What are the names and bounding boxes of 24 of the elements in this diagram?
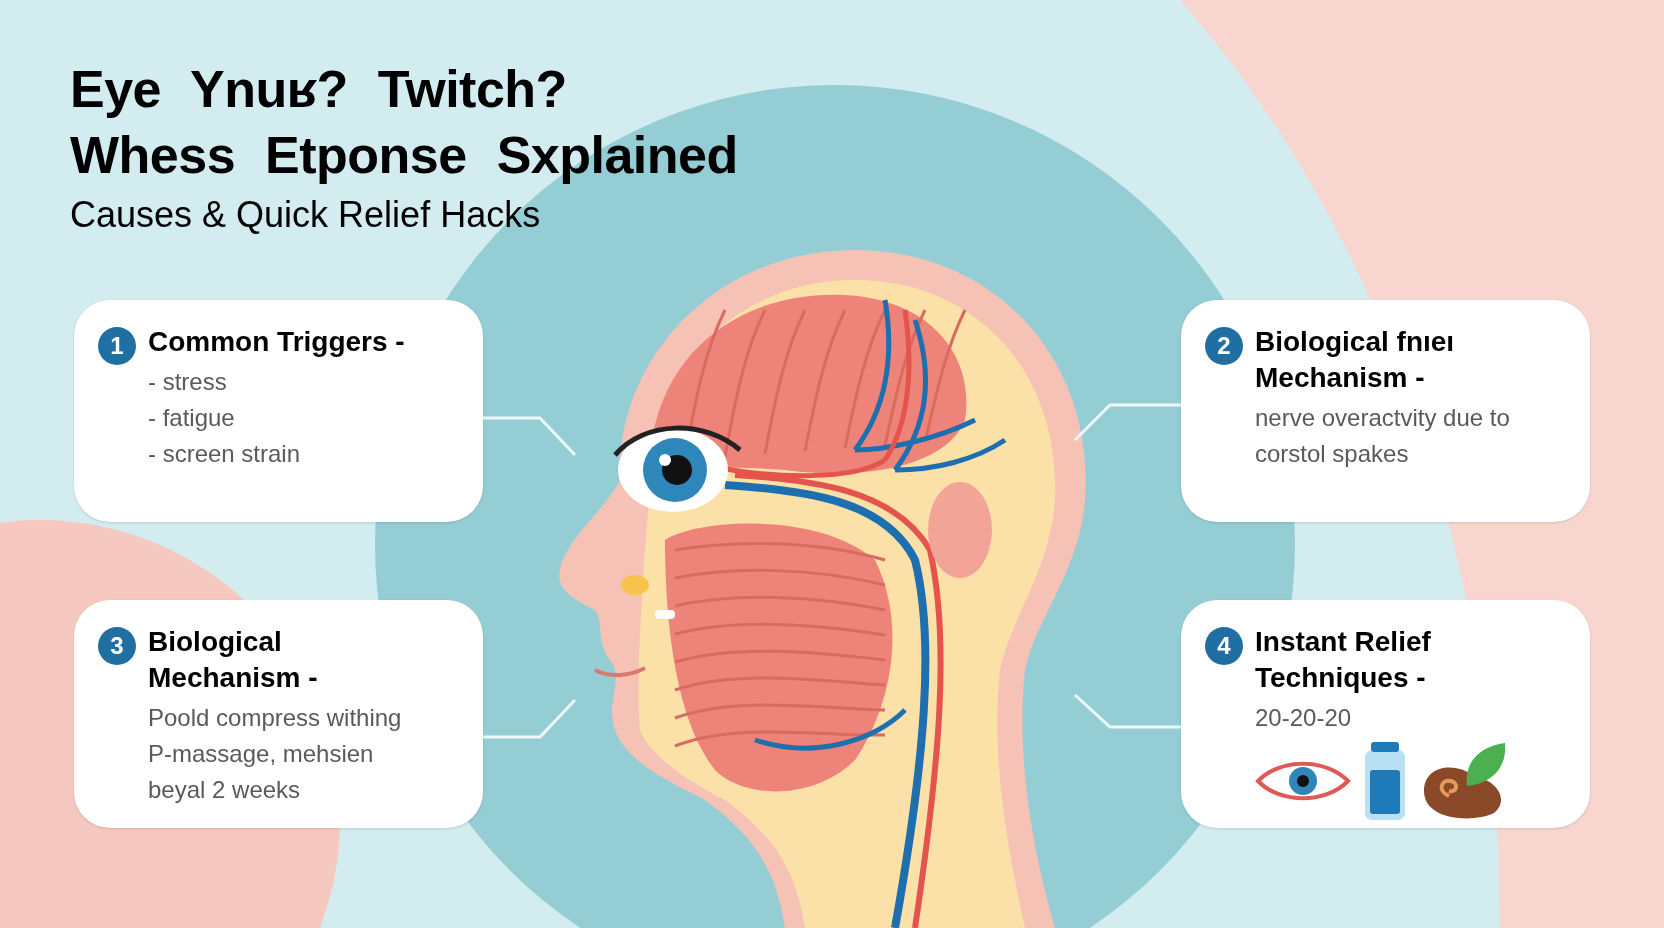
card-text: - stress — [148, 367, 228, 397]
card-text: Poold compress withing P-massage, mehsien beyal 2 weeks — [148, 703, 403, 805]
card-heading: Instant Relief Techniques - — [1255, 625, 1432, 695]
info-card — [74, 300, 483, 522]
info-card — [1181, 600, 1590, 828]
leader-line — [1073, 403, 1181, 442]
info-card — [1181, 300, 1590, 522]
card-text: nerve overactvity due to corstol spakes — [1255, 403, 1511, 469]
step-number: 1 — [98, 327, 136, 365]
subtitle: Causes & Quick Relief Hacks — [70, 193, 542, 237]
step-number: 3 — [98, 627, 136, 665]
card-text: 20-20-20 — [1255, 703, 1353, 733]
leader-line — [1074, 693, 1181, 729]
title: Eye Ynuʁ? Twitch? Whess Etponse Sxplained — [70, 59, 739, 186]
card-text: - fatigue — [148, 403, 236, 433]
leader-line — [483, 698, 577, 739]
step-number: 2 — [1205, 327, 1243, 365]
card-heading: Biological fnıeı Mechanism - — [1255, 325, 1456, 395]
leader-line — [483, 416, 577, 457]
card-heading: Biological Mechanism - — [148, 625, 319, 695]
card-heading: Common Triggers - — [148, 325, 406, 359]
step-number: 4 — [1205, 627, 1243, 665]
info-card — [74, 600, 483, 828]
card-text: - screen strain — [148, 439, 302, 469]
